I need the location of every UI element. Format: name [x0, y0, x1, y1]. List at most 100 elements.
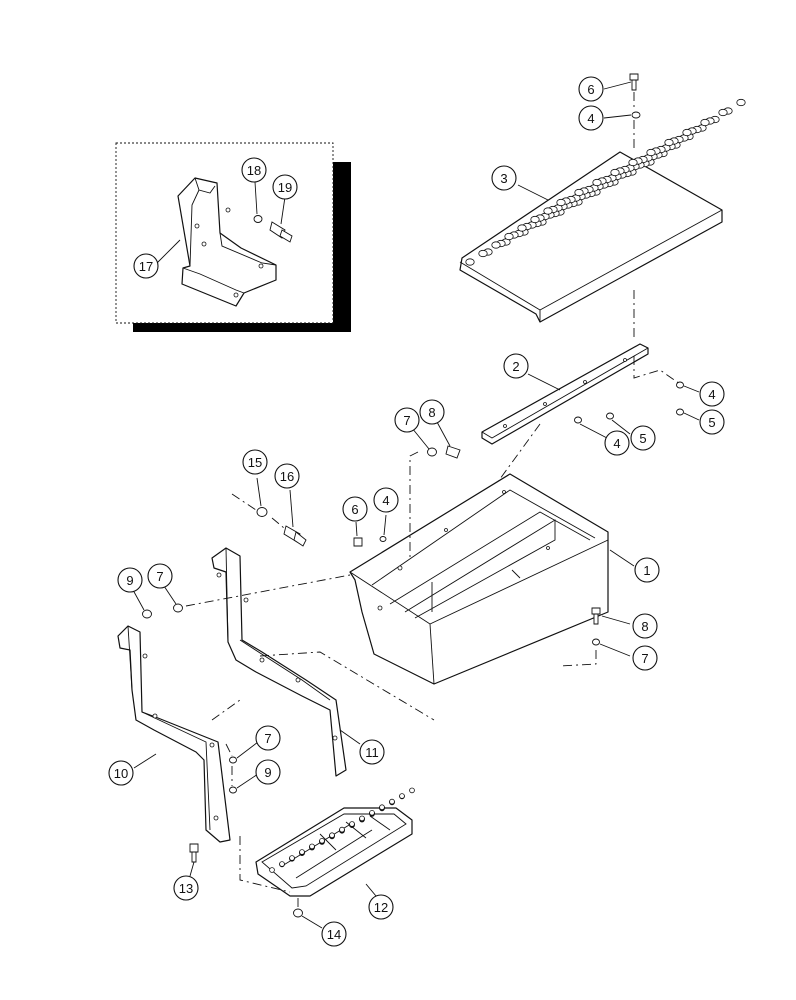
centerline-left-hw: [185, 574, 351, 607]
centerline-upper-hw: [409, 451, 419, 560]
washer-7-bracket: [229, 756, 237, 764]
callout-label: 13: [179, 881, 193, 896]
callout-12: 12: [368, 894, 394, 920]
centerline-lower-hw: [559, 650, 597, 667]
callout-label: 19: [278, 180, 292, 195]
leader-4-top: [603, 114, 632, 119]
bracket-part-17: [177, 177, 277, 307]
step-plate-part-3: [459, 98, 746, 323]
callout-label: 6: [351, 502, 358, 517]
leader-9-bracket: [236, 773, 259, 789]
leader-15: [256, 477, 262, 507]
callout-label: 17: [139, 259, 153, 274]
nut-14: [293, 908, 303, 918]
callout-label: 12: [374, 900, 388, 915]
callout-label: 5: [639, 431, 646, 446]
callout-label: 11: [365, 745, 379, 760]
bolt-13: [189, 843, 199, 863]
callout-label: 8: [641, 619, 648, 634]
leader-10: [133, 753, 157, 769]
callout-label: 14: [327, 927, 341, 942]
leader-6-top: [603, 81, 632, 90]
washer-4-top: [631, 111, 641, 119]
callout-4-mid: 4: [604, 430, 630, 456]
step-box-part-1: [349, 473, 609, 685]
callout-10: 10: [108, 760, 134, 786]
callout-6-mid: 6: [342, 496, 368, 522]
callout-label: 9: [126, 573, 133, 588]
leader-7-left: [163, 585, 177, 605]
leader-6-mid: [355, 521, 358, 537]
bolt-6-mid: [353, 537, 363, 547]
leader-19: [280, 196, 286, 225]
callout-7-upper: 7: [394, 407, 420, 433]
callout-18: 18: [241, 157, 267, 183]
callout-1: 1: [634, 557, 660, 583]
washer-18: [253, 215, 263, 223]
callout-19: 19: [272, 174, 298, 200]
nut-5-mid: [606, 412, 614, 420]
leader-8-upper: [436, 421, 451, 447]
centerline-brackets: [211, 651, 435, 721]
inset-detail-box: [115, 142, 351, 332]
bolt-6-top: [629, 73, 639, 91]
step-tread-studs: [269, 787, 415, 873]
callout-2: 2: [503, 353, 529, 379]
callout-label: 7: [641, 651, 648, 666]
nut-9-left: [142, 609, 152, 619]
nut-9-bracket: [229, 786, 237, 794]
callout-label: 4: [382, 493, 389, 508]
washer-7-lower: [592, 638, 600, 646]
centerline-strip: [633, 290, 681, 385]
callout-label: 7: [403, 413, 410, 428]
callout-7-lower: 7: [632, 645, 658, 671]
bolt-8-upper: [445, 445, 461, 459]
callout-label: 6: [587, 82, 594, 97]
callout-4-top: 4: [578, 105, 604, 131]
callout-label: 16: [280, 469, 294, 484]
callout-15: 15: [242, 449, 268, 475]
leader-4-mid: [579, 423, 608, 439]
callout-6-top: 6: [578, 76, 604, 102]
callout-label: 8: [428, 405, 435, 420]
callout-13: 13: [173, 875, 199, 901]
leader-7-upper: [411, 427, 430, 450]
angle-strip-part-2: [481, 343, 649, 445]
nut-5-right: [676, 408, 684, 416]
leader-4-right: [683, 385, 700, 393]
bolt-16: [283, 525, 307, 547]
callout-4-box: 4: [373, 487, 399, 513]
callout-3: 3: [491, 165, 517, 191]
callout-label: 2: [512, 359, 519, 374]
washer-7-left: [173, 603, 183, 613]
callout-7-left: 7: [147, 563, 173, 589]
callout-4-right: 4: [699, 381, 725, 407]
centerline-13: [239, 836, 291, 893]
callout-9-bracket: 9: [255, 759, 281, 785]
bolt-19: [269, 221, 293, 243]
washer-7-upper: [427, 447, 437, 457]
leader-5-right: [683, 412, 700, 421]
callout-label: 15: [248, 455, 262, 470]
step-plate-perforations: [465, 98, 746, 266]
leader-18: [254, 181, 258, 215]
callout-label: 4: [613, 436, 620, 451]
callout-8-upper: 8: [419, 399, 445, 425]
callout-11: 11: [359, 739, 385, 765]
leader-9-left: [132, 589, 145, 611]
callout-14: 14: [321, 921, 347, 947]
bracket-part-10: [117, 625, 231, 843]
leader-14: [301, 915, 323, 929]
bolt-8-lower: [591, 607, 601, 615]
bracket-part-11: [211, 547, 347, 777]
callout-label: 7: [156, 569, 163, 584]
leader-12: [365, 883, 377, 897]
leader-13: [189, 861, 195, 877]
callout-label: 1: [643, 563, 650, 578]
callout-label: 4: [708, 387, 715, 402]
callout-label: 10: [114, 766, 128, 781]
leader-7-lower: [599, 643, 631, 657]
centerline-bracket-hw: [225, 743, 233, 786]
callout-5-right: 5: [699, 409, 725, 435]
